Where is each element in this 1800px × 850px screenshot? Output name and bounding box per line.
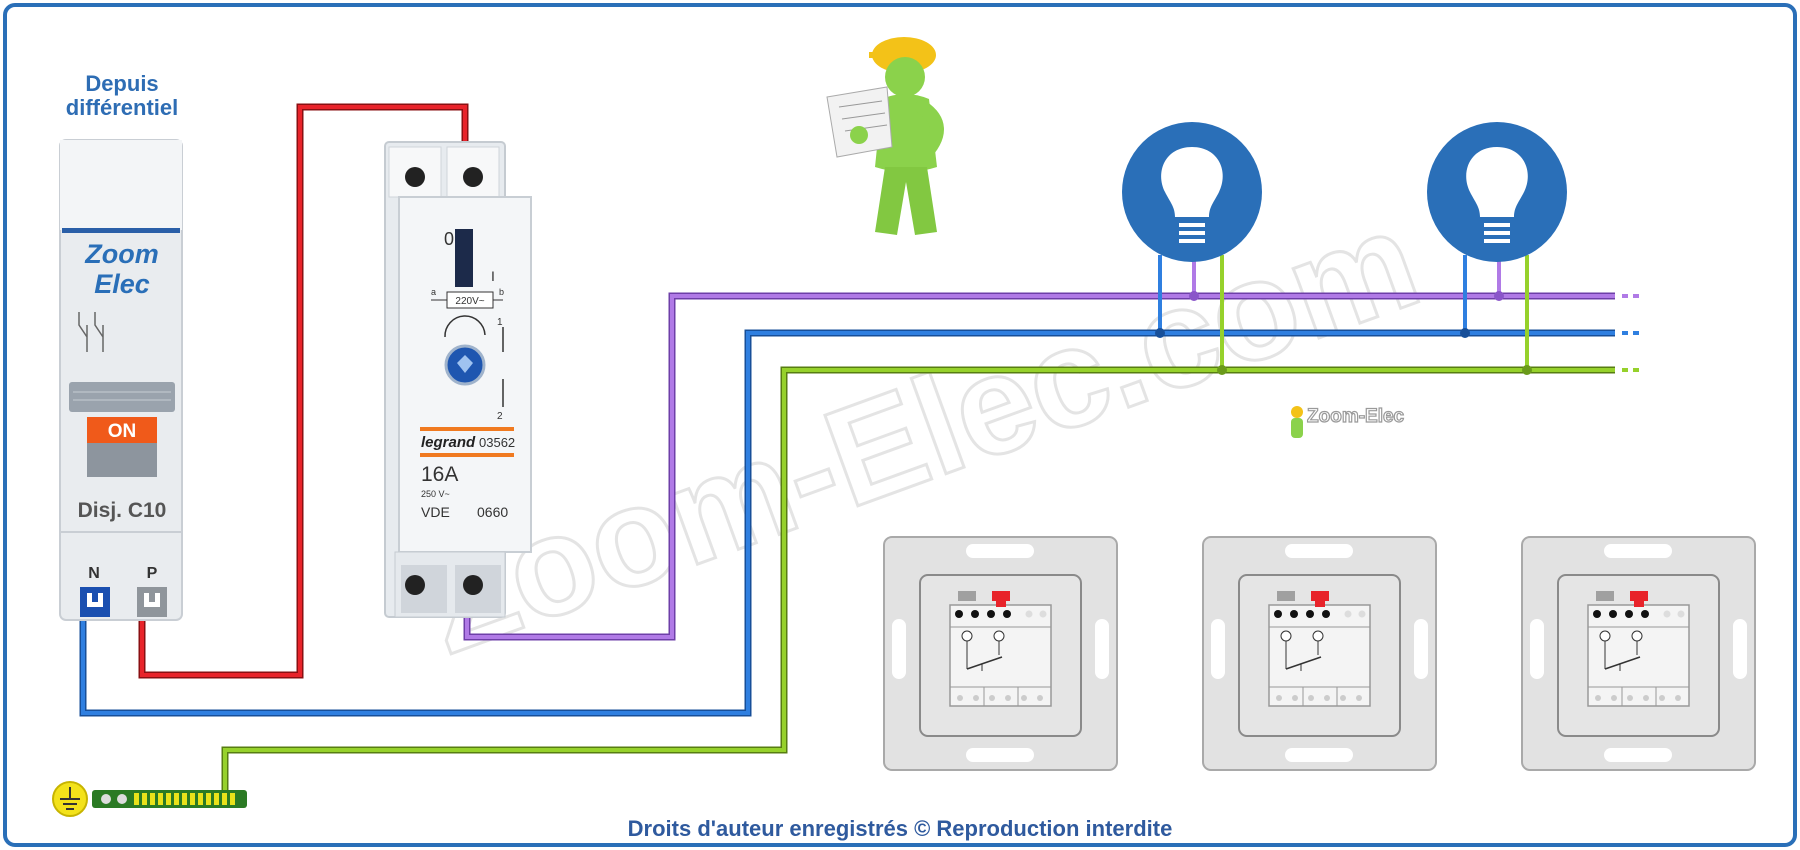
relay-contact-b: b <box>499 287 504 297</box>
relay-contact-a: a <box>431 287 436 297</box>
breaker-model: Disj. C10 <box>78 499 167 522</box>
relay-voltage: 250 V~ <box>421 489 450 499</box>
wire-phase <box>138 103 469 679</box>
breaker-brand-line2: Elec <box>94 269 150 299</box>
earth-bar <box>52 781 247 817</box>
footer-copyright: Droits d'auteur enregistrés © Reproducti… <box>628 816 1173 841</box>
terminal-p-icon <box>137 587 167 617</box>
relay-cert: VDE <box>421 504 450 520</box>
impulse-relay: 0 I a b 220V~ 1 2 legrand 03562 16A 250 … <box>384 141 532 618</box>
source-label-line1: Depuis <box>85 71 158 96</box>
terminal-n-icon <box>80 587 110 617</box>
relay-reference: 03562 <box>479 435 515 450</box>
lamp-2-icon <box>1427 122 1567 262</box>
breaker-state-badge <box>87 417 157 443</box>
terminal-p-label: P <box>147 565 158 582</box>
wiring-diagram: Zoom-Elec.com Depuis différentiel <box>52 37 1756 841</box>
worker-figure-icon <box>826 37 944 235</box>
relay-pos-off: 0 <box>444 229 454 249</box>
breaker-brand-line1: Zoom <box>84 239 159 269</box>
wire-neutral <box>79 329 1642 717</box>
relay-pos-on: I <box>491 268 495 284</box>
earth-symbol-icon <box>60 787 80 810</box>
relay-coil-voltage: 220V~ <box>455 296 484 307</box>
relay-code: 0660 <box>477 504 508 520</box>
zoom-elec-logo: Zoom-Elec <box>1291 405 1405 438</box>
diagram-frame: Zoom-Elec.com Depuis différentiel <box>3 3 1797 847</box>
source-label-line2: différentiel <box>66 95 178 120</box>
push-button-3[interactable] <box>1521 536 1756 771</box>
wire-switched <box>463 292 1642 641</box>
logo-text: Zoom-Elec <box>1307 406 1405 427</box>
wire-earth <box>221 366 1642 792</box>
relay-contact-2: 2 <box>497 411 503 422</box>
push-button-2[interactable] <box>1202 536 1437 771</box>
breaker-state: ON <box>108 421 137 442</box>
relay-contact-1: 1 <box>497 317 503 328</box>
relay-rating: 16A <box>421 463 458 486</box>
circuit-breaker: Zoom Elec ON Disj. C10 N P <box>59 139 183 621</box>
breaker-symbol-icon <box>78 312 104 352</box>
lamp-1-icon <box>1122 122 1262 262</box>
relay-brand: legrand <box>421 434 476 451</box>
lamp-drops <box>1155 255 1532 375</box>
push-buttons <box>883 536 1756 771</box>
push-button-1[interactable] <box>883 536 1118 771</box>
terminal-n-label: N <box>88 565 100 582</box>
rotate-arrow-icon <box>444 315 486 338</box>
